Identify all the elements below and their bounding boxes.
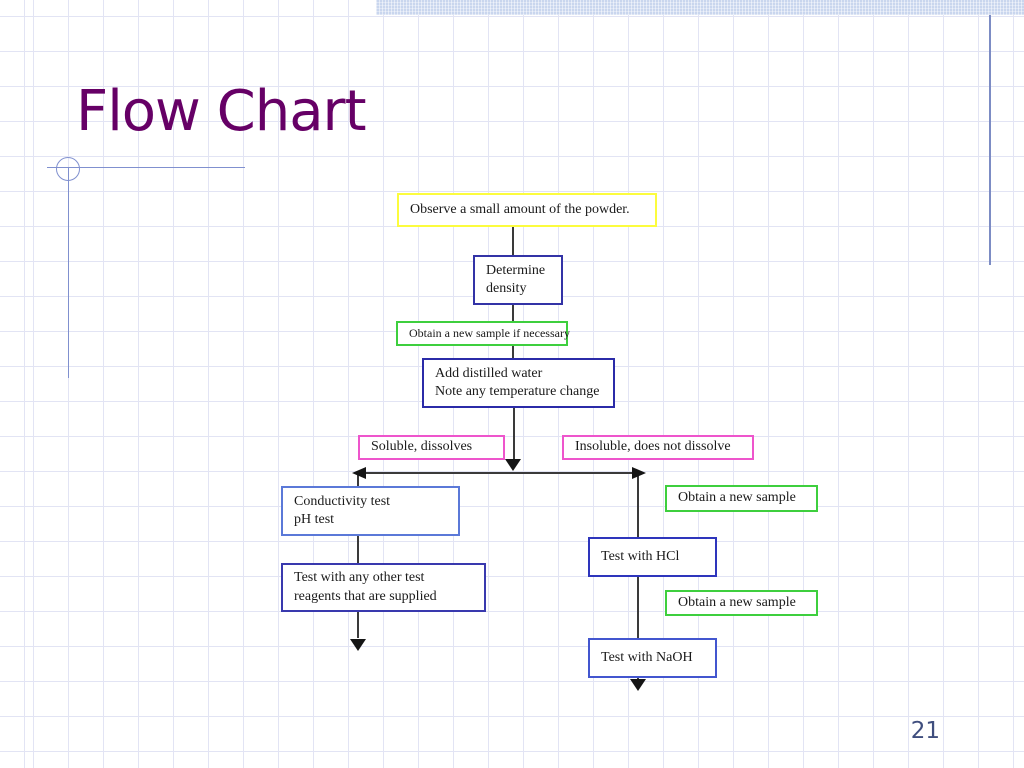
page-number: 21 xyxy=(910,718,940,744)
connector-line xyxy=(513,408,515,462)
flow-box-soluble: Soluble, dissolves xyxy=(358,435,505,460)
flow-box-label: Soluble, dissolves xyxy=(371,439,473,455)
title-underline xyxy=(47,167,245,168)
left-vertical-rule xyxy=(68,168,69,378)
flow-box-label: Conductivity test xyxy=(294,493,391,509)
flow-box-label: density xyxy=(486,281,527,296)
arrowhead-down-icon xyxy=(505,459,521,471)
flow-box-label: Test with HCl xyxy=(601,548,680,564)
top-accent-bar xyxy=(376,0,1024,15)
flow-box-label: Observe a small amount of the powder. xyxy=(410,201,630,217)
flow-box-test-with-hcl: Test with HCl xyxy=(588,537,717,577)
flow-box-label: reagents that are supplied xyxy=(294,588,437,604)
flow-box-label: Test with any other test xyxy=(294,570,425,586)
flow-box-label: Obtain a new sample xyxy=(678,490,796,506)
connector-line xyxy=(357,472,640,474)
arrowhead-left-icon xyxy=(352,467,366,479)
flow-box-test-other-reagents: Test with any other test reagents that ar… xyxy=(281,563,486,612)
flow-box-label: Add distilled water xyxy=(435,365,543,381)
title-circle-ornament xyxy=(56,157,80,181)
flow-box-determine-density: Determine density xyxy=(473,255,563,305)
right-vertical-rule xyxy=(989,15,991,265)
flow-box-obtain-new-sample-2: Obtain a new sample xyxy=(665,590,818,616)
flow-box-observe: Observe a small amount of the powder. xyxy=(397,193,657,227)
flow-box-label: Obtain a new sample xyxy=(678,594,796,610)
flow-box-label: Insoluble, does not dissolve xyxy=(575,439,731,455)
slide-title: Flow Chart xyxy=(76,79,367,144)
connector-line xyxy=(512,227,514,258)
flow-box-insoluble: Insoluble, does not dissolve xyxy=(562,435,754,460)
arrowhead-right-icon xyxy=(632,467,646,479)
arrowhead-down-icon xyxy=(350,639,366,651)
flow-box-label: Obtain a new sample if necessary xyxy=(409,325,570,340)
flow-box-conductivity-test: Conductivity test pH test xyxy=(281,486,460,536)
flow-box-label: Test with NaOH xyxy=(601,649,693,665)
flow-box-label: pH test xyxy=(294,512,335,527)
flow-box-obtain-if-necessary: Obtain a new sample if necessary xyxy=(396,321,570,346)
flow-box-label: Note any temperature change xyxy=(435,384,600,399)
connector-line xyxy=(357,473,359,638)
arrowhead-down-icon xyxy=(630,679,646,691)
flow-box-obtain-new-sample-1: Obtain a new sample xyxy=(665,485,818,512)
flow-box-test-with-naoh: Test with NaOH xyxy=(588,638,717,678)
flow-box-label: Determine xyxy=(486,262,546,278)
